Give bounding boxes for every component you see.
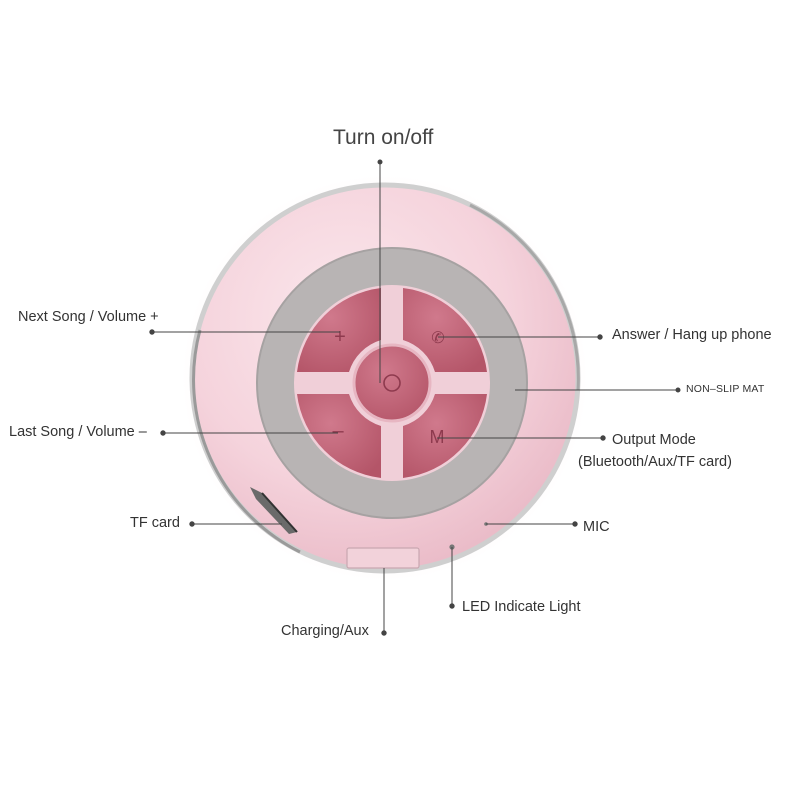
turn-on-off-label: Turn on/off [333, 126, 434, 149]
last-song-label: Last Song / Volume – [9, 424, 147, 440]
rim-shadow-left [192, 329, 301, 554]
plus-icon: + [334, 326, 346, 348]
mat-edge [256, 247, 528, 519]
rim-shadow-right [469, 203, 580, 391]
power-icon [383, 374, 401, 392]
output-mode-label: Output Mode [612, 432, 696, 448]
quadrant-buttons [297, 288, 487, 478]
next-song-volume-up-button[interactable] [297, 288, 381, 372]
next-song-label: Next Song / Volume + [18, 309, 159, 325]
charging-aux-label: Charging/Aux [281, 623, 369, 639]
power-button[interactable] [352, 343, 432, 423]
output-mode-button[interactable] [403, 394, 487, 478]
output-mode-detail-label: (Bluetooth/Aux/TF card) [578, 454, 732, 470]
answer-phone-button[interactable] [403, 288, 487, 372]
tf-card-slot [250, 487, 298, 534]
led-light-label: LED Indicate Light [462, 599, 581, 615]
callout-lines [149, 159, 681, 636]
charging-aux-port [346, 547, 420, 569]
mode-icon: M [430, 427, 445, 447]
tf-card-label: TF card [130, 515, 180, 531]
answer-phone-label: Answer / Hang up phone [612, 327, 772, 343]
minus-icon: – [332, 420, 344, 442]
non-slip-mat-label: NON–SLIP MAT [686, 383, 765, 395]
last-song-volume-down-button[interactable] [297, 394, 381, 478]
mic-label: MIC [583, 519, 610, 535]
